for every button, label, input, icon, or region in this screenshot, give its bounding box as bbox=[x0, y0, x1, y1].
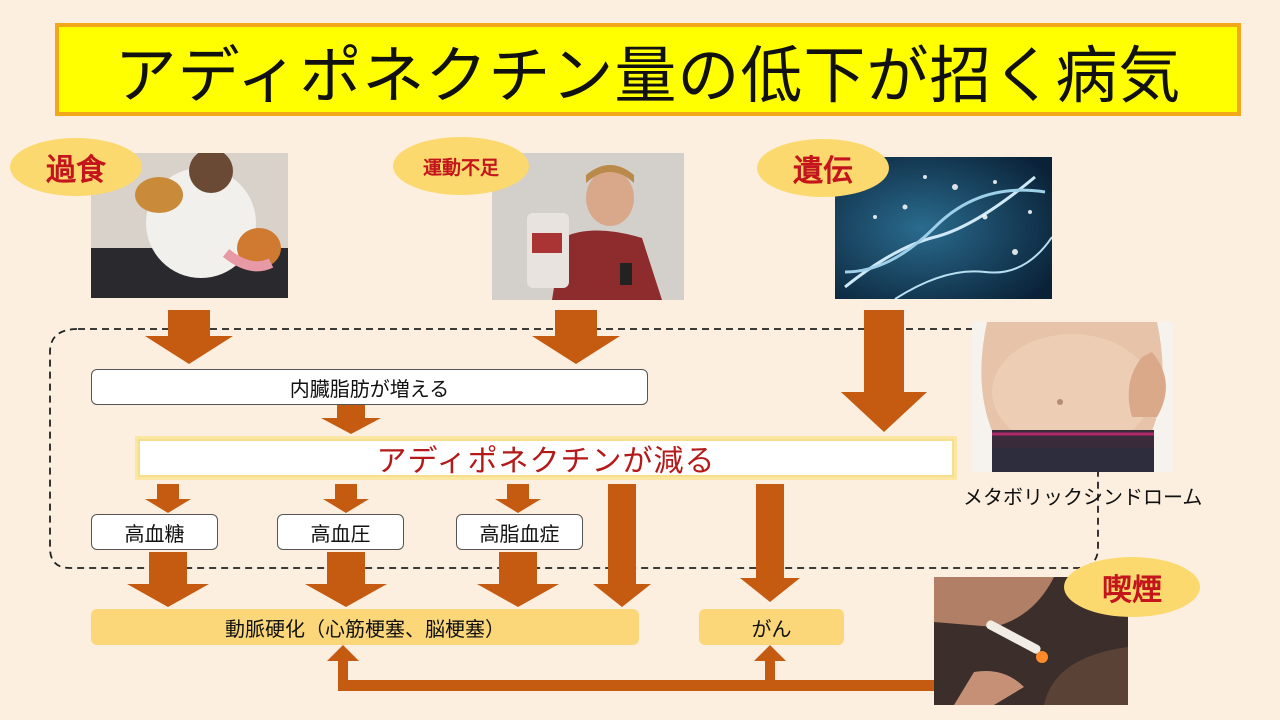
outcome-arteriosclerosis: 動脈硬化（心筋梗塞、脳梗塞） bbox=[91, 609, 639, 645]
smoking-line-up-arterio bbox=[338, 660, 348, 688]
condition-high-blood-pressure: 高血圧 bbox=[277, 514, 404, 550]
arrow-glucose-down bbox=[127, 552, 209, 607]
smoking-line-horizontal bbox=[338, 680, 942, 691]
condition-hyperlipidemia: 高脂血症 bbox=[456, 514, 583, 550]
adiponectin-decrease-box: アディポネクチンが減る bbox=[135, 436, 957, 480]
arrow-to-lipid bbox=[495, 484, 541, 513]
lack-of-exercise-photo bbox=[492, 153, 684, 300]
arrow-genetics bbox=[841, 310, 927, 432]
arrow-exercise bbox=[532, 310, 620, 364]
metabolic-belly-photo bbox=[972, 322, 1173, 472]
cause-overeating-label: 過食 bbox=[10, 138, 142, 196]
condition-high-blood-sugar: 高血糖 bbox=[91, 514, 218, 550]
arrow-lipid-down bbox=[477, 552, 559, 607]
metabolic-syndrome-caption: メタボリックシンドローム bbox=[963, 485, 1203, 509]
cause-smoking-label: 喫煙 bbox=[1064, 557, 1200, 617]
smoking-line-up-cancer bbox=[765, 660, 775, 688]
arrow-overeating bbox=[145, 310, 233, 364]
dna-photo bbox=[835, 157, 1052, 299]
arrow-to-pressure bbox=[323, 484, 369, 513]
cause-genetics-label: 遺伝 bbox=[757, 139, 889, 197]
visceral-fat-box: 内臓脂肪が増える bbox=[91, 369, 648, 405]
arrow-adipo-to-cancer bbox=[740, 484, 800, 602]
smoking-arrowhead-arterio bbox=[327, 645, 359, 661]
outcome-cancer: がん bbox=[699, 609, 844, 645]
page-title: アディポネクチン量の低下が招く病気 bbox=[55, 23, 1241, 116]
arrow-adipo-to-arterio bbox=[593, 484, 651, 607]
cause-exercise-label: 運動不足 bbox=[393, 137, 529, 195]
arrow-to-glucose bbox=[145, 484, 191, 513]
arrow-pressure-down bbox=[305, 552, 387, 607]
arrow-fat-to-adipo bbox=[321, 405, 381, 434]
smoking-arrowhead-cancer bbox=[754, 645, 786, 661]
